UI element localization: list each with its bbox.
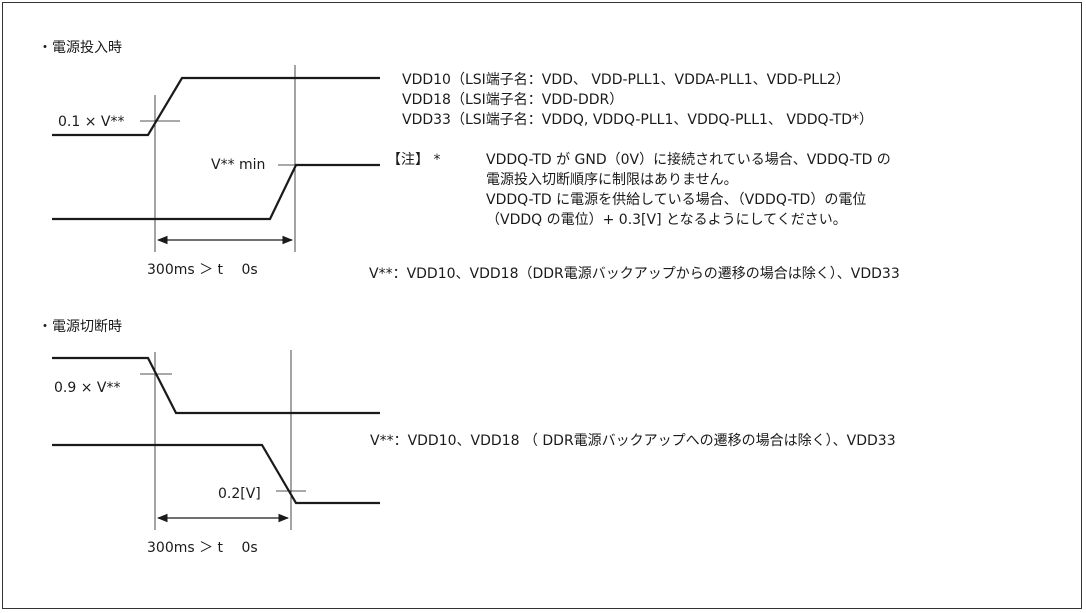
rail-vdd33: VDD33（LSI端子名：VDDQ, VDDQ-PLL1、VDDQ-PLL1、 … <box>402 112 873 128</box>
power-off-title: ・電源切断時 <box>38 319 122 335</box>
rail-vdd18: VDD18（LSI端子名：VDD-DDR） <box>402 92 623 108</box>
power-on-min-label: V** min <box>211 157 265 173</box>
power-on-vdef: V**：VDD10、VDD18（DDR電源バックアップからの遷移の場合は除く）、… <box>369 266 900 282</box>
note-line-3: VDDQ-TD に電源を供給している場合、（VDDQ-TD）の電位 <box>486 192 866 208</box>
power-off-threshold-label: 0.9 × V** <box>54 380 120 396</box>
power-off-timing-label: 300ms ＞ t 0s <box>147 540 258 556</box>
rail-vdd10: VDD10（LSI端子名：VDD、 VDD-PLL1、VDDA-PLL1、VDD… <box>402 72 850 88</box>
power-on-bottom-waveform <box>52 163 380 221</box>
power-on-timing-label: 300ms ＞ t 0s <box>147 262 258 278</box>
power-off-top-waveform <box>52 356 380 415</box>
power-on-top-waveform <box>52 76 380 137</box>
note-line-1: VDDQ-TD が GND（0V）に接続されている場合、VDDQ-TD の <box>486 151 891 168</box>
power-on-title: ・電源投入時 <box>38 40 122 56</box>
note-tag: 【注】 * <box>387 152 440 168</box>
power-off-bottom-waveform <box>52 443 380 505</box>
power-off-vdef: V**：VDD10、VDD18 （ DDR電源バックアップへの遷移の場合は除く）… <box>370 433 896 449</box>
power-off-low-label: 0.2[V] <box>218 486 261 502</box>
note-line-2: 電源投入切断順序に制限はありません。 <box>486 172 738 188</box>
power-on-threshold-label: 0.1 × V** <box>58 114 124 130</box>
note-line-4: （VDDQ の電位）+ 0.3[V] となるようにしてください。 <box>486 212 847 228</box>
